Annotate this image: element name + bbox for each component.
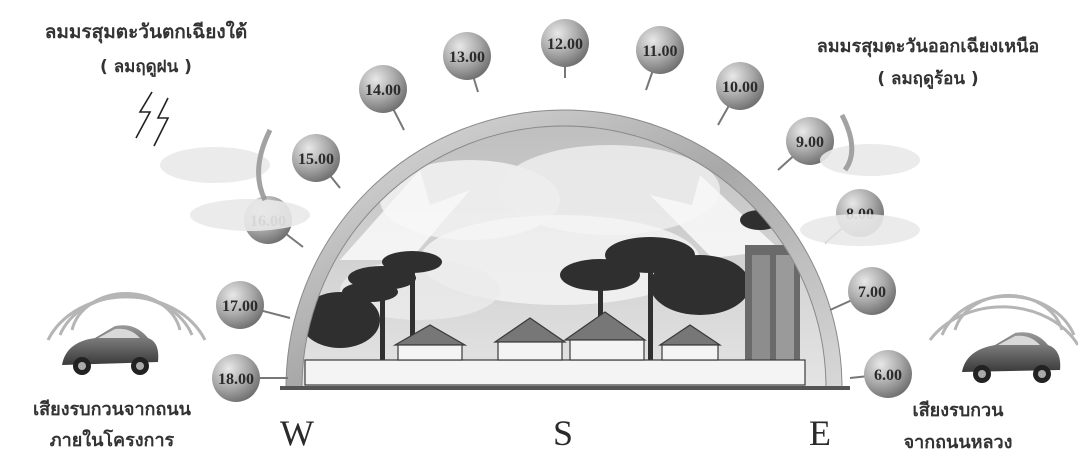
palm-trees [302, 210, 780, 380]
hour-label: 9.00 [796, 134, 824, 151]
noise-right-sublabel: จากถนนหลวง [904, 432, 1013, 453]
southwest-monsoon-season: ( ลมฤดูฝน ) [100, 57, 192, 78]
hour-label: 18.00 [218, 371, 254, 388]
hour-label: 12.00 [547, 36, 583, 53]
northeast-monsoon-label: ลมมรสุมตะวันออกเฉียงเหนือ [817, 36, 1039, 58]
hour-label: 14.00 [365, 82, 401, 99]
hour-label: 7.00 [858, 284, 886, 301]
compass-east: E [809, 413, 831, 453]
hour-label: 15.00 [298, 151, 334, 168]
noise-left-label: เสียงรบกวนจากถนน [33, 399, 192, 420]
southwest-monsoon-label: ลมมรสุมตะวันตกเฉียงใต้ [45, 20, 248, 44]
car-left [46, 292, 207, 375]
car-right [928, 293, 1078, 383]
hour-badge [541, 19, 589, 67]
wind-swirl-right [800, 113, 920, 246]
buildings [304, 311, 806, 386]
hour-badge [292, 134, 340, 182]
hour-label: 10.00 [722, 79, 758, 96]
hour-badge [786, 117, 834, 165]
wind-swirl-left [160, 128, 310, 231]
hour-badge [216, 281, 264, 329]
hour-badge [716, 62, 764, 110]
hour-badge [443, 32, 491, 80]
lightning-icon [135, 91, 170, 147]
compass-west: W [280, 413, 314, 453]
hour-badge [864, 350, 912, 398]
noise-left-sublabel: ภายในโครงการ [50, 429, 175, 451]
tower-building [745, 245, 800, 380]
sky-scene [302, 126, 826, 388]
hour-label: 6.00 [874, 367, 902, 384]
noise-right-label: เสียงรบกวน [913, 400, 1005, 421]
car-icon [962, 332, 1061, 383]
northeast-monsoon-season: ( ลมฤดูร้อน ) [877, 69, 978, 90]
hour-badge [636, 26, 684, 74]
hour-badge [359, 65, 407, 113]
hour-label: 17.00 [222, 298, 258, 315]
ground-line [280, 386, 850, 390]
car-icon [62, 325, 159, 375]
hour-badge [848, 267, 896, 315]
hour-label: 13.00 [449, 49, 485, 66]
compass-south: S [553, 413, 573, 453]
hour-label: 11.00 [642, 43, 677, 60]
hour-badge [212, 354, 260, 402]
